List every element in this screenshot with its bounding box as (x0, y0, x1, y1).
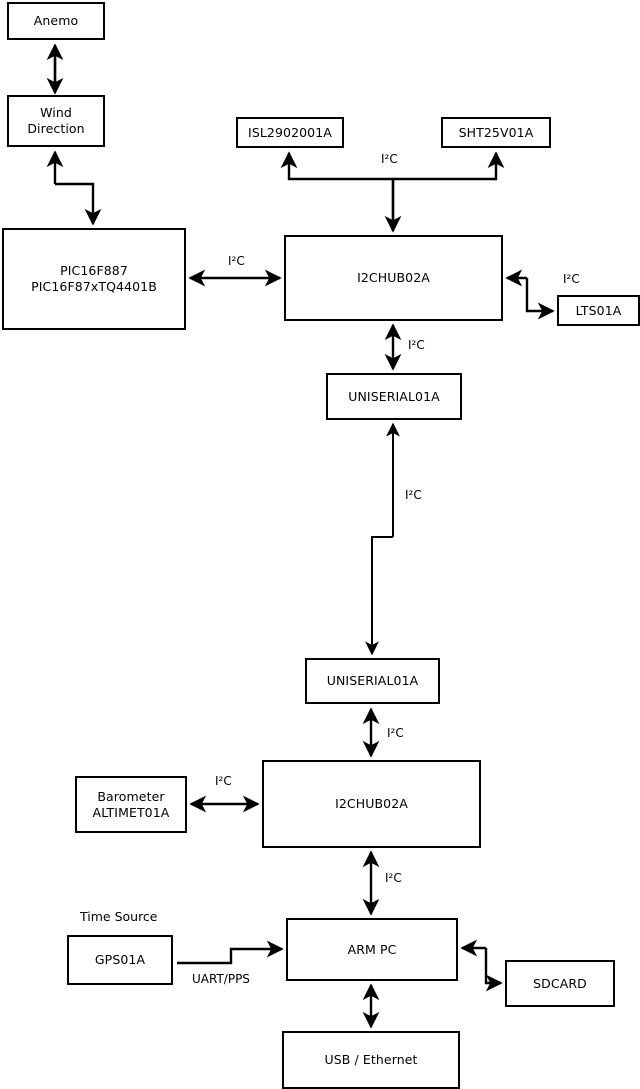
node-anemo-label: Anemo (33, 13, 79, 28)
node-uniserial01a-lower[interactable]: UNISERIAL01A (305, 658, 440, 704)
wire-gps-armpc (177, 940, 284, 965)
node-wind-direction-label: Wind Direction (27, 105, 85, 136)
wire-hub-top-lts (505, 269, 555, 320)
edge-label-i2c-pic-hub: I²C (228, 254, 245, 268)
node-sdcard-label: SDCARD (533, 975, 587, 991)
node-usb-ethernet-label: USB / Ethernet (324, 1052, 418, 1067)
node-usb-ethernet[interactable]: USB / Ethernet (282, 1031, 460, 1089)
edge-label-i2c-bus-top: I²C (381, 152, 398, 166)
node-gps01a-label: GPS01A (94, 952, 146, 967)
node-i2chub02a-bottom-label: I2CHUB02A (335, 796, 408, 811)
node-i2chub02a-bottom[interactable]: I2CHUB02A (262, 760, 481, 848)
node-pic-mcu[interactable]: PIC16F887 PIC16F87xTQ4401B (2, 228, 186, 330)
edge-label-i2c-hub-armpc: I²C (385, 871, 402, 885)
node-isl2902001a[interactable]: ISL2902001A (236, 117, 344, 148)
node-uniserial01a-upper-label: UNISERIAL01A (348, 388, 440, 404)
node-arm-pc-label: ARM PC (347, 941, 397, 957)
node-lts01a[interactable]: LTS01A (557, 295, 640, 326)
wire-pic-wind (46, 150, 102, 226)
wire-armpc-sdcard (460, 939, 503, 992)
node-sht25v01a-label: SHT25V01A (458, 124, 534, 140)
node-i2chub02a-top-label: I2CHUB02A (357, 270, 430, 285)
node-wind-direction[interactable]: Wind Direction (7, 95, 105, 147)
node-barometer-altimet01a-label: Barometer ALTIMET01A (92, 788, 170, 820)
edge-label-i2c-barometer-hub: I²C (215, 774, 232, 788)
node-uniserial01a-upper[interactable]: UNISERIAL01A (326, 373, 462, 420)
edge-label-uart-pps: UART/PPS (192, 972, 250, 986)
node-pic-mcu-label: PIC16F887 PIC16F87xTQ4401B (31, 263, 157, 294)
edge-label-i2c-uniserial-link: I²C (405, 488, 422, 502)
node-anemo[interactable]: Anemo (7, 2, 105, 40)
node-sdcard[interactable]: SDCARD (505, 960, 615, 1007)
node-gps01a[interactable]: GPS01A (67, 935, 173, 985)
wire-uniserial1-uniserial2 (365, 422, 400, 656)
node-uniserial01a-lower-label: UNISERIAL01A (326, 673, 419, 688)
label-time-source: Time Source (80, 909, 158, 924)
edge-label-i2c-uniserial2-hub: I²C (387, 726, 404, 740)
edge-label-i2c-hub-uniserial1: I²C (408, 338, 425, 352)
node-barometer-altimet01a[interactable]: Barometer ALTIMET01A (75, 776, 187, 833)
node-isl2902001a-label: ISL2902001A (248, 124, 332, 140)
node-i2chub02a-top[interactable]: I2CHUB02A (284, 235, 503, 321)
node-sht25v01a[interactable]: SHT25V01A (441, 117, 551, 148)
node-lts01a-label: LTS01A (575, 302, 622, 318)
edge-label-i2c-hub-lts: I²C (563, 272, 580, 286)
node-arm-pc[interactable]: ARM PC (286, 918, 458, 981)
